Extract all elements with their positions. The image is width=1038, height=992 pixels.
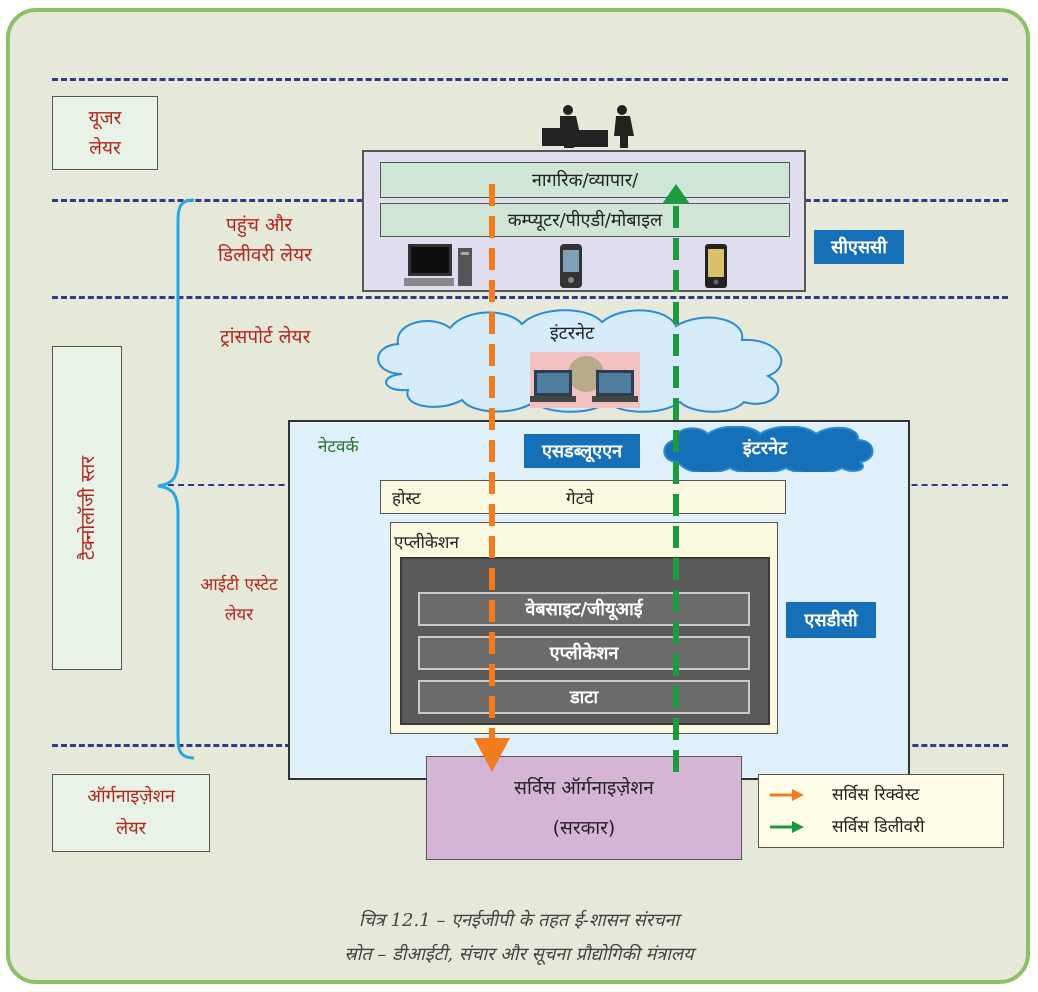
transport-layer-label: ट्रांसपोर्ट लेयर xyxy=(220,326,311,348)
swan-badge: एसडब्लूएएन xyxy=(524,434,640,468)
csc-badge: सीएससी xyxy=(814,230,904,264)
figure-caption: चित्र 12.1 – एनईजीपी के तहत ई-शासन संरचन… xyxy=(358,910,680,931)
desktop-computer-icon xyxy=(404,244,472,286)
organization-layer-line2: लेयर xyxy=(115,818,146,839)
host-gateway-bar xyxy=(380,480,786,514)
access-layer-line1: पहुंच और xyxy=(226,214,293,236)
application-box-label: एप्लीकेशन xyxy=(394,533,459,553)
devices-label: कम्प्यूटर/पीएडी/मोबाइल xyxy=(507,210,663,231)
host-label: होस्ट xyxy=(392,489,421,509)
user-layer-line1: यूजर xyxy=(88,107,122,129)
layer-separator xyxy=(52,78,1008,81)
it-estate-layer-label: आईटी एस्टेट लेयर xyxy=(184,570,294,630)
technology-tier-box: टैक्नोलॉजी स्तर xyxy=(52,346,122,670)
access-layer-line2: डिलीवरी लेयर xyxy=(218,244,312,266)
it-estate-line2: लेयर xyxy=(224,605,254,625)
citizen-business-bar: नागरिक/व्यापार/ xyxy=(380,162,790,198)
it-estate-line1: आईटी एस्टेट xyxy=(200,575,278,595)
pda-icon xyxy=(560,244,582,288)
internet-small-label: इंटरनेट xyxy=(742,438,788,459)
service-organization-line1: सर्विस ऑर्गनाइज़ेशन xyxy=(514,777,654,799)
citizen-business-label: नागरिक/व्यापार/ xyxy=(531,170,639,191)
service-organization-box: सर्विस ऑर्गनाइज़ेशन (सरकार) xyxy=(426,756,742,860)
legend-box xyxy=(758,774,1004,848)
figure-source: स्रोत – डीआईटी, संचार और सूचना प्रौद्योग… xyxy=(344,944,694,965)
legend-delivery-arrow-icon xyxy=(770,821,804,833)
organization-layer-box: ऑर्गनाइज़ेशन लेयर xyxy=(52,774,210,852)
organization-layer-line1: ऑर्गनाइज़ेशन xyxy=(87,786,175,807)
internet-small-cloud xyxy=(663,426,874,472)
legend-request-arrow-icon xyxy=(770,789,804,801)
user-layer-line2: लेयर xyxy=(89,137,121,159)
laptops-globe-icon xyxy=(530,352,640,408)
service-request-arrowhead xyxy=(474,738,510,772)
application-bar: एप्लीकेशन xyxy=(418,636,750,670)
legend-delivery-label: सर्विस डिलीवरी xyxy=(832,817,925,837)
people-counter-icon xyxy=(542,105,634,148)
cloud-internet-label: इंटरनेट xyxy=(549,323,595,344)
network-label: नेटवर्क xyxy=(318,437,359,457)
website-gui-bar: वेबसाइट/जीयूआई xyxy=(418,592,750,626)
tier-brace xyxy=(157,198,195,760)
access-layer-label: पहुंच और डिलीवरी लेयर xyxy=(218,210,358,270)
legend-request-label: सर्विस रिक्वेस्ट xyxy=(832,785,920,805)
data-bar: डाटा xyxy=(418,680,750,714)
user-layer-box: यूजर लेयर xyxy=(52,96,158,170)
service-organization-line2: (सरकार) xyxy=(552,817,616,839)
mobile-phone-icon xyxy=(705,244,727,288)
layer-separator xyxy=(52,296,1008,299)
service-delivery-arrowhead xyxy=(662,184,690,204)
gateway-label: गेटवे xyxy=(566,489,594,509)
devices-bar: कम्प्यूटर/पीएडी/मोबाइल xyxy=(380,203,790,237)
sdc-badge: एसडीसी xyxy=(786,602,876,638)
